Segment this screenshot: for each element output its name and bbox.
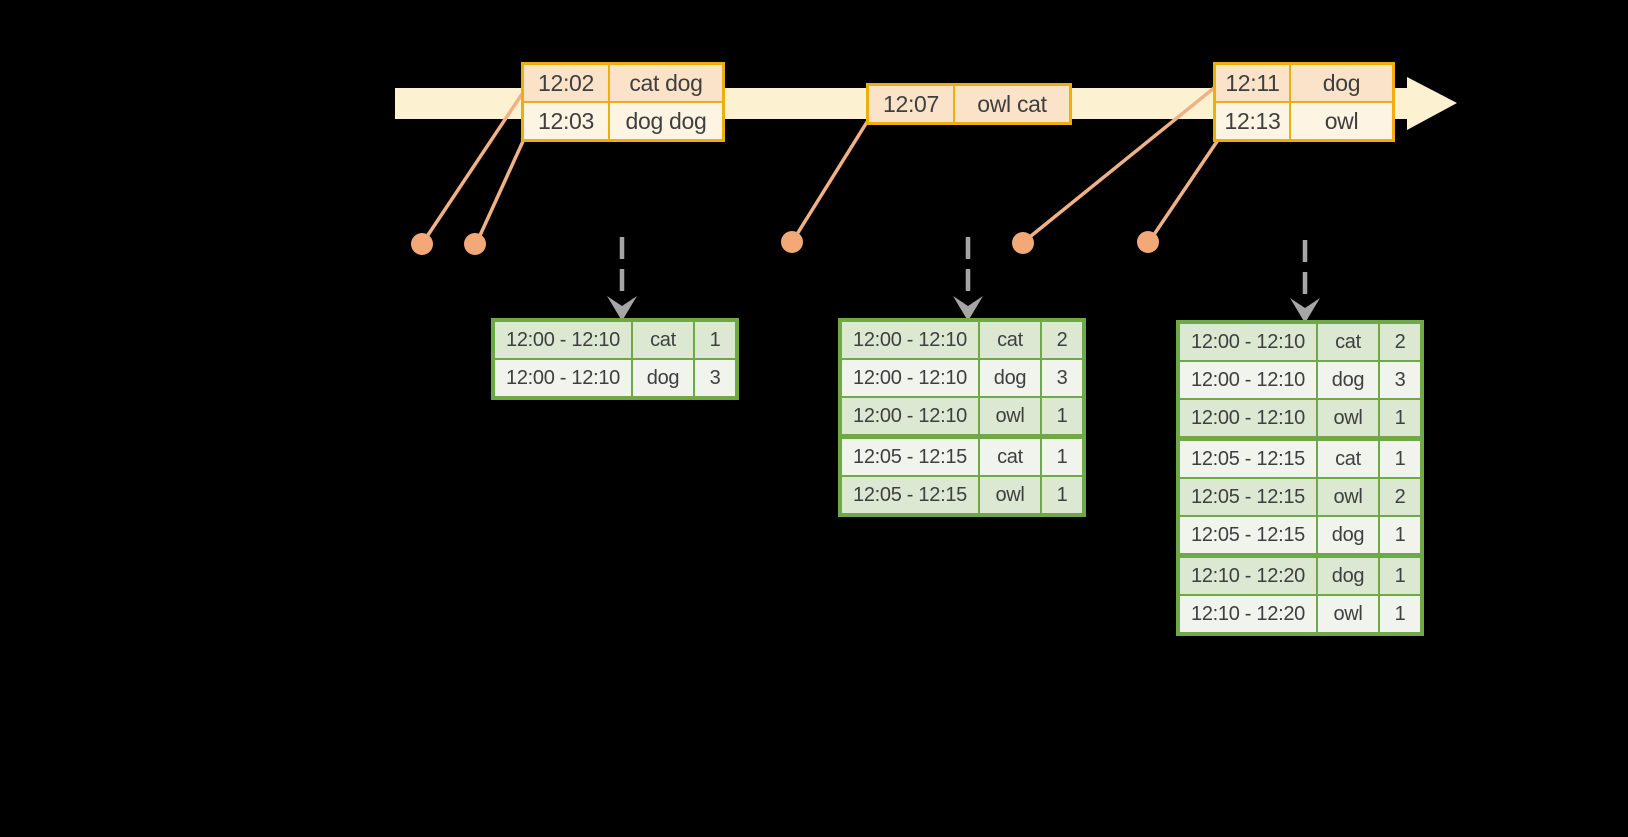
window-cell: 12:05 - 12:15 <box>842 477 980 513</box>
timeline-arrowhead-icon <box>1407 77 1457 130</box>
window-cell: 12:00 - 12:10 <box>495 360 633 396</box>
event-dot-icon <box>1137 231 1159 253</box>
event-dot-icon <box>1012 232 1034 254</box>
word-cell: owl <box>980 477 1042 513</box>
count-cell: 3 <box>1042 360 1082 396</box>
event-words-cell: cat dog <box>610 65 722 101</box>
word-cell: cat <box>980 322 1042 358</box>
word-cell: cat <box>980 439 1042 475</box>
event-time-cell: 12:02 <box>524 65 610 101</box>
event-time-cell: 12:13 <box>1216 103 1291 139</box>
window-cell: 12:00 - 12:10 <box>495 322 633 358</box>
count-cell: 2 <box>1042 322 1082 358</box>
event-words-cell: owl <box>1291 103 1392 139</box>
count-cell: 1 <box>1380 441 1420 477</box>
event-time-cell: 12:03 <box>524 103 610 139</box>
word-cell: owl <box>1318 479 1380 515</box>
word-cell: cat <box>1318 324 1380 360</box>
window-cell: 12:00 - 12:10 <box>1180 400 1318 436</box>
window-cell: 12:00 - 12:10 <box>842 322 980 358</box>
count-cell: 1 <box>1042 398 1082 434</box>
event-dot-icon <box>411 233 433 255</box>
event-dots <box>411 231 1159 255</box>
word-cell: dog <box>1318 517 1380 553</box>
trigger-arrow-icon <box>953 237 983 321</box>
trigger-arrows <box>607 237 1320 323</box>
window-cell: 12:00 - 12:10 <box>842 360 980 396</box>
event-connector-line <box>1024 86 1216 242</box>
event-connector-lines <box>422 86 1220 244</box>
count-cell: 3 <box>695 360 735 396</box>
window-cell: 12:10 - 12:20 <box>1180 558 1318 594</box>
count-cell: 1 <box>1042 477 1082 513</box>
count-cell: 3 <box>1380 362 1420 398</box>
event-connector-line <box>792 120 869 241</box>
event-words-cell: owl cat <box>955 86 1069 122</box>
word-cell: cat <box>1318 441 1380 477</box>
word-cell: cat <box>633 322 695 358</box>
window-cell: 12:00 - 12:10 <box>1180 324 1318 360</box>
word-cell: owl <box>1318 596 1380 632</box>
count-cell: 2 <box>1380 324 1420 360</box>
event-dot-icon <box>464 233 486 255</box>
word-cell: dog <box>1318 362 1380 398</box>
event-time-cell: 12:11 <box>1216 65 1291 101</box>
word-cell: owl <box>980 398 1042 434</box>
event-connector-line <box>1149 138 1220 241</box>
count-cell: 1 <box>1380 596 1420 632</box>
count-cell: 1 <box>1380 400 1420 436</box>
event-words-cell: dog <box>1291 65 1392 101</box>
window-cell: 12:00 - 12:10 <box>842 398 980 434</box>
count-cell: 1 <box>1380 558 1420 594</box>
count-cell: 1 <box>1380 517 1420 553</box>
word-cell: owl <box>1318 400 1380 436</box>
count-cell: 1 <box>1042 439 1082 475</box>
word-cell: dog <box>633 360 695 396</box>
word-cell: dog <box>1318 558 1380 594</box>
window-cell: 12:05 - 12:15 <box>842 439 980 475</box>
event-time-cell: 12:07 <box>869 86 955 122</box>
event-connector-line <box>475 137 526 244</box>
window-cell: 12:05 - 12:15 <box>1180 441 1318 477</box>
window-cell: 12:05 - 12:15 <box>1180 517 1318 553</box>
event-dot-icon <box>781 231 803 253</box>
window-cell: 12:00 - 12:10 <box>1180 362 1318 398</box>
event-connector-line <box>422 92 524 243</box>
window-cell: 12:10 - 12:20 <box>1180 596 1318 632</box>
trigger-arrow-icon <box>607 237 637 321</box>
count-cell: 1 <box>695 322 735 358</box>
window-cell: 12:05 - 12:15 <box>1180 479 1318 515</box>
word-cell: dog <box>980 360 1042 396</box>
count-cell: 2 <box>1380 479 1420 515</box>
event-words-cell: dog dog <box>610 103 722 139</box>
trigger-arrow-icon <box>1290 240 1320 323</box>
